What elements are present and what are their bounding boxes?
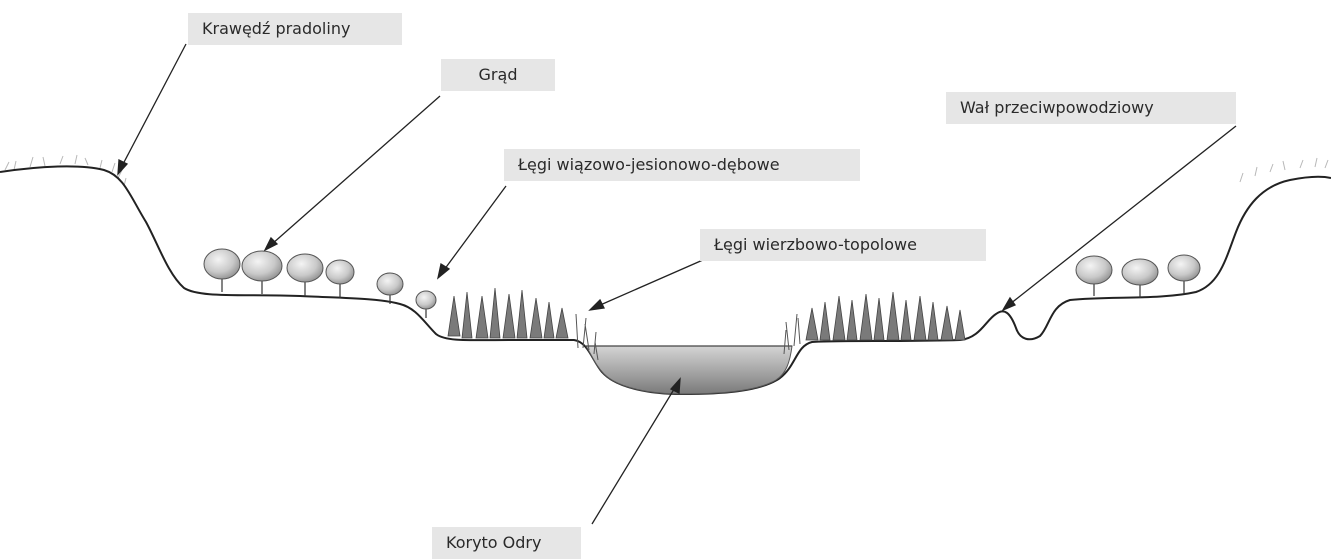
label-legi-wiazowo-jesionowo-debowe: Łęgi wiązowo-jesionowo-dębowe bbox=[504, 149, 860, 181]
willow-poplar-right bbox=[806, 292, 965, 340]
arrow-legi-wjd bbox=[438, 186, 506, 278]
label-krawedz-pradoliny: Krawędź pradoliny bbox=[188, 13, 402, 45]
label-legi-wierzbowo-topolowe: Łęgi wierzbowo-topolowe bbox=[700, 229, 986, 261]
deciduous-trees-right bbox=[1076, 255, 1200, 298]
arrow-koryto bbox=[592, 379, 680, 524]
label-wal-przeciwpowodziowy: Wał przeciwpowodziowy bbox=[946, 92, 1236, 124]
arrow-krawedz bbox=[118, 44, 186, 174]
arrow-wal bbox=[1003, 126, 1236, 310]
label-koryto-odry: Koryto Odry bbox=[432, 527, 581, 559]
label-grad: Grąd bbox=[441, 59, 555, 91]
arrow-grad bbox=[265, 96, 440, 250]
deciduous-trees-left bbox=[204, 249, 436, 318]
willow-poplar-left bbox=[448, 288, 568, 338]
arrow-legi-wt bbox=[590, 256, 712, 310]
